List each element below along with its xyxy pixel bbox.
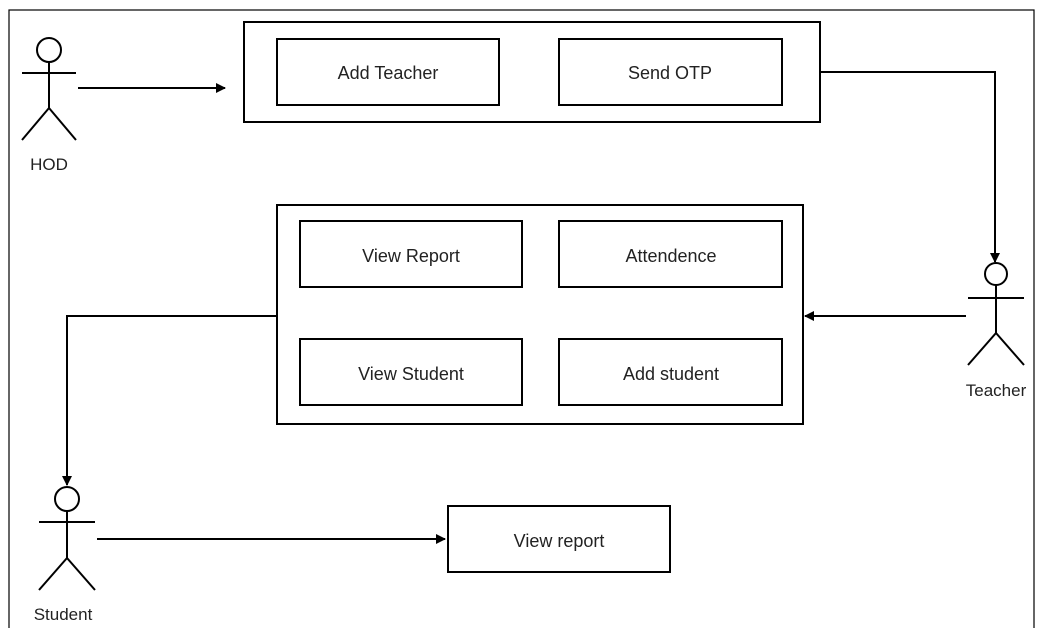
attendence-box[interactable]	[558, 220, 783, 288]
student-actor-icon	[38, 486, 96, 591]
view-report-box[interactable]	[299, 220, 523, 288]
student-view-report-label: View report	[514, 531, 605, 551]
add-teacher-label: Add Teacher	[338, 63, 439, 83]
add-student-box[interactable]	[558, 338, 783, 406]
view-report-label: View Report	[362, 246, 460, 266]
hod-actor-icon	[21, 37, 77, 141]
panel-to-teacher-arrow	[820, 71, 1000, 263]
attendence-label: Attendence	[625, 246, 716, 266]
teacher-actor-label: Teacher	[966, 381, 1027, 400]
send-otp-label: Send OTP	[628, 63, 712, 83]
diagram-frame	[8, 9, 1035, 628]
panel-to-student-arrow	[62, 315, 277, 486]
student-view-report-box[interactable]	[447, 505, 671, 573]
teacher-actor-icon	[967, 262, 1025, 366]
hod-actor-label: HOD	[30, 155, 68, 174]
view-student-box[interactable]	[299, 338, 523, 406]
send-otp-box[interactable]	[558, 38, 783, 106]
student-actor-label: Student	[34, 605, 93, 624]
add-student-label: Add student	[623, 364, 719, 384]
view-student-label: View Student	[358, 364, 464, 384]
teacher-actions-container	[276, 204, 804, 425]
add-teacher-box[interactable]	[276, 38, 500, 106]
